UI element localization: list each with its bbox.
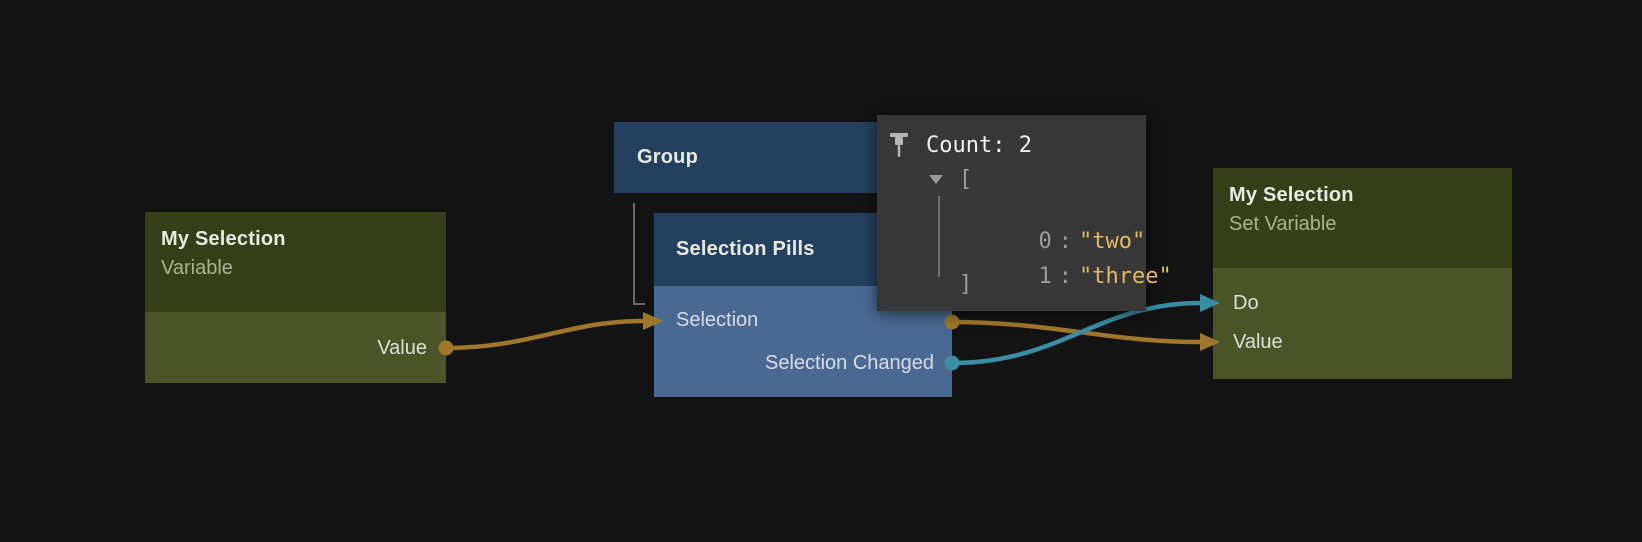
port-dot-selection-output[interactable] bbox=[944, 314, 960, 330]
node-group[interactable]: Group bbox=[614, 122, 880, 193]
array-item-row: 0:"two" bbox=[959, 201, 1145, 282]
node-set-variable[interactable]: My Selection Set Variable Do Value bbox=[1213, 168, 1512, 379]
node-subtitle: Set Variable bbox=[1229, 213, 1337, 235]
array-item-index: 1 bbox=[1038, 264, 1052, 289]
array-item-value: "two" bbox=[1078, 229, 1146, 254]
node-title: Selection Pills bbox=[676, 238, 815, 260]
port-label-value-output: Value bbox=[377, 337, 427, 359]
node-title: My Selection bbox=[161, 228, 286, 250]
tree-guide-line bbox=[938, 196, 940, 277]
port-label-do-input: Do bbox=[1233, 292, 1259, 314]
wire-selection-changed-to-do[interactable] bbox=[951, 300, 1201, 366]
collapse-caret-icon[interactable] bbox=[929, 175, 943, 184]
array-item-colon: : bbox=[1058, 264, 1072, 289]
node-title: Group bbox=[637, 146, 698, 168]
group-child-connector-line bbox=[633, 203, 645, 305]
array-item-row: 1:"three" bbox=[959, 236, 1172, 317]
inspector-count-label: Count: 2 bbox=[926, 133, 1032, 158]
wire-value-to-selection[interactable] bbox=[445, 318, 644, 351]
array-item-value: "three" bbox=[1078, 264, 1172, 289]
array-item-colon: : bbox=[1058, 229, 1072, 254]
array-item-index: 0 bbox=[1038, 229, 1052, 254]
node-title: My Selection bbox=[1229, 184, 1354, 206]
port-dot-selection-changed-output[interactable] bbox=[944, 355, 960, 371]
value-inspector-panel[interactable]: Count: 2 [ 0:"two" 1:"three" ] bbox=[877, 115, 1172, 311]
array-open-bracket: [ bbox=[959, 167, 973, 192]
node-subtitle: Variable bbox=[161, 257, 233, 279]
port-label-value-input: Value bbox=[1233, 331, 1283, 353]
node-set-variable-header[interactable]: My Selection Set Variable bbox=[1213, 168, 1512, 268]
port-label-selection-input: Selection bbox=[676, 309, 759, 331]
node-variable[interactable]: My Selection Variable Value bbox=[145, 212, 446, 383]
pin-icon[interactable] bbox=[889, 133, 909, 159]
node-variable-header[interactable]: My Selection Variable bbox=[145, 212, 446, 312]
array-close-bracket: ] bbox=[959, 272, 973, 297]
port-label-selection-changed-output: Selection Changed bbox=[764, 352, 934, 374]
port-dot-value-output[interactable] bbox=[438, 340, 454, 356]
node-set-variable-body: Do Value bbox=[1213, 268, 1512, 379]
node-group-header[interactable]: Group bbox=[614, 122, 880, 193]
node-variable-body: Value bbox=[145, 312, 446, 383]
